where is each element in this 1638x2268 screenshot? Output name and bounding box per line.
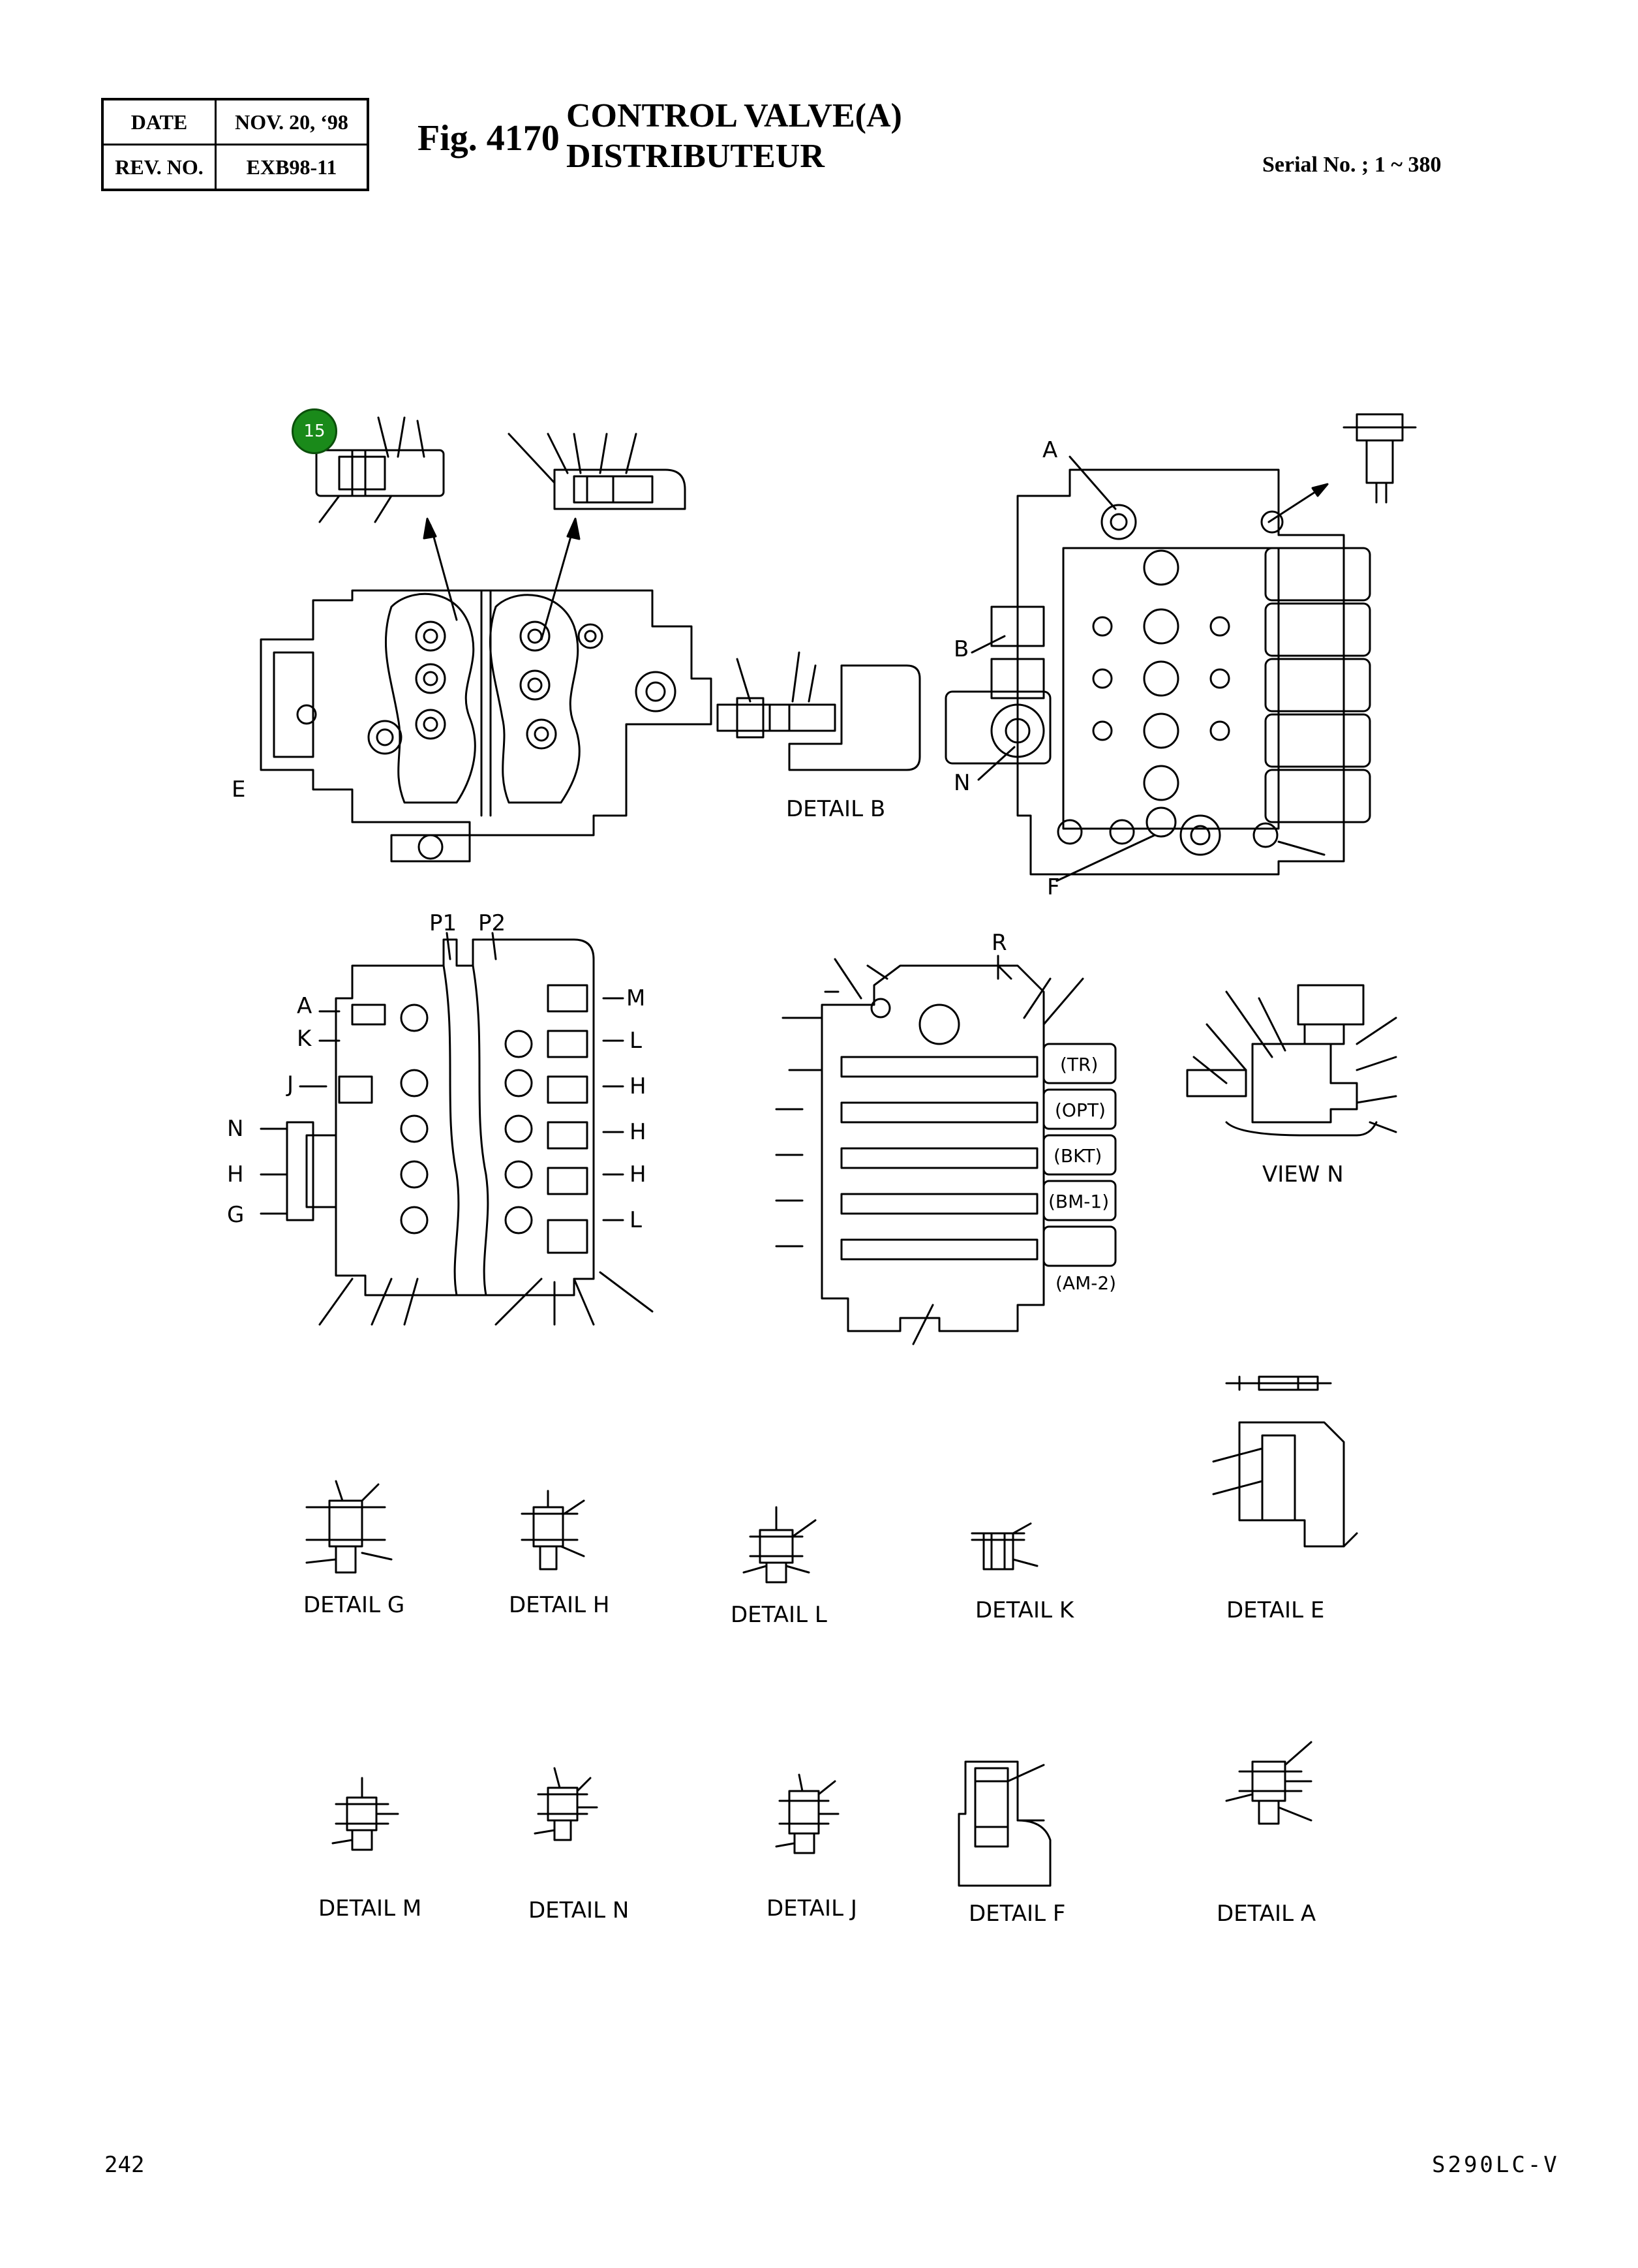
- detail-f-caption: DETAIL F: [969, 1901, 1066, 1927]
- detail-e-drawing: [1212, 1375, 1358, 1548]
- title-french: DISTRIBUTEUR: [566, 138, 825, 175]
- detail-l-caption: DETAIL L: [731, 1602, 827, 1628]
- detail-g-drawing: [305, 1480, 393, 1574]
- detail-g-caption: DETAIL G: [303, 1592, 405, 1618]
- valve-section-center: [775, 955, 1117, 1345]
- label-left-h: H: [227, 1161, 244, 1188]
- rev-label: REV. NO.: [101, 144, 217, 191]
- label-left-a: A: [297, 993, 312, 1019]
- detail-n-caption: DETAIL N: [528, 1897, 629, 1923]
- detail-n-drawing: [534, 1767, 598, 1841]
- top-left-subassembly-1: [315, 416, 445, 523]
- detail-m-caption: DETAIL M: [318, 1895, 422, 1922]
- revision-table: DATE NOV. 20, ‘98 REV. NO. EXB98-11: [101, 98, 369, 191]
- label-a-front: A: [1042, 437, 1058, 463]
- detail-f-drawing: [958, 1760, 1052, 1887]
- detail-b-caption: DETAIL B: [786, 796, 886, 822]
- label-left-k: K: [297, 1026, 312, 1052]
- label-right-m: M: [626, 985, 646, 1011]
- date-label: DATE: [101, 98, 217, 146]
- detail-j-caption: DETAIL J: [766, 1895, 857, 1922]
- view-n-drawing: [1186, 984, 1397, 1137]
- view-n-caption: VIEW N: [1262, 1161, 1344, 1188]
- label-right-l: L: [629, 1028, 642, 1054]
- main-valve-body-side: [260, 589, 712, 863]
- arrow-line: [429, 524, 458, 621]
- top-right-small-part: [1342, 413, 1417, 504]
- detail-k-drawing: [971, 1522, 1039, 1571]
- label-r: R: [992, 930, 1007, 956]
- detail-h-drawing: [521, 1490, 585, 1571]
- label-b-front: B: [954, 636, 969, 662]
- detail-j-drawing: [775, 1773, 840, 1854]
- figure-number: Fig. 4170: [417, 118, 560, 159]
- spool-label-am2: (AM-2): [1055, 1272, 1117, 1294]
- label-left-j: J: [287, 1071, 294, 1097]
- label-left-g: G: [227, 1202, 245, 1228]
- spool-label-bkt: (BKT): [1054, 1145, 1102, 1167]
- serial-range: Serial No. ; 1 ~ 380: [1262, 153, 1442, 177]
- label-right-h2: H: [629, 1119, 646, 1145]
- spool-label-tr: (TR): [1060, 1054, 1099, 1075]
- label-f-front: F: [1047, 874, 1060, 900]
- model-code: S290LC-V: [1432, 2152, 1560, 2178]
- arrow-head: [423, 517, 437, 540]
- title-english: CONTROL VALVE(A): [566, 97, 902, 134]
- main-valve-body-front: [945, 455, 1371, 882]
- detail-l-drawing: [742, 1506, 817, 1584]
- detail-a-caption: DETAIL A: [1217, 1901, 1316, 1927]
- spool-label-bm1: (BM-1): [1048, 1191, 1110, 1212]
- detail-h-caption: DETAIL H: [509, 1592, 610, 1618]
- label-left-n: N: [227, 1116, 244, 1142]
- part-callout-badge[interactable]: 15: [292, 408, 337, 454]
- spool-label-opt: (OPT): [1055, 1099, 1106, 1121]
- arrow-line: [540, 524, 575, 641]
- label-right-l2: L: [629, 1207, 642, 1233]
- arrow-head: [566, 517, 581, 540]
- label-right-h1: H: [629, 1073, 646, 1099]
- detail-k-caption: DETAIL K: [975, 1597, 1074, 1623]
- date-value: NOV. 20, ‘98: [215, 98, 369, 146]
- page-number: 242: [104, 2152, 145, 2178]
- label-p1: P1: [429, 910, 457, 936]
- detail-m-drawing: [331, 1777, 399, 1851]
- detail-b-drawing: [716, 651, 921, 771]
- label-p2: P2: [478, 910, 506, 936]
- label-right-h3: H: [629, 1161, 646, 1188]
- label-n-front: N: [954, 770, 971, 796]
- valve-section-left: [260, 932, 654, 1326]
- rev-value: EXB98-11: [215, 144, 369, 191]
- detail-a-drawing: [1225, 1741, 1312, 1825]
- top-left-subassembly-2: [508, 433, 686, 510]
- label-e: E: [232, 776, 246, 803]
- detail-e-caption: DETAIL E: [1226, 1597, 1325, 1623]
